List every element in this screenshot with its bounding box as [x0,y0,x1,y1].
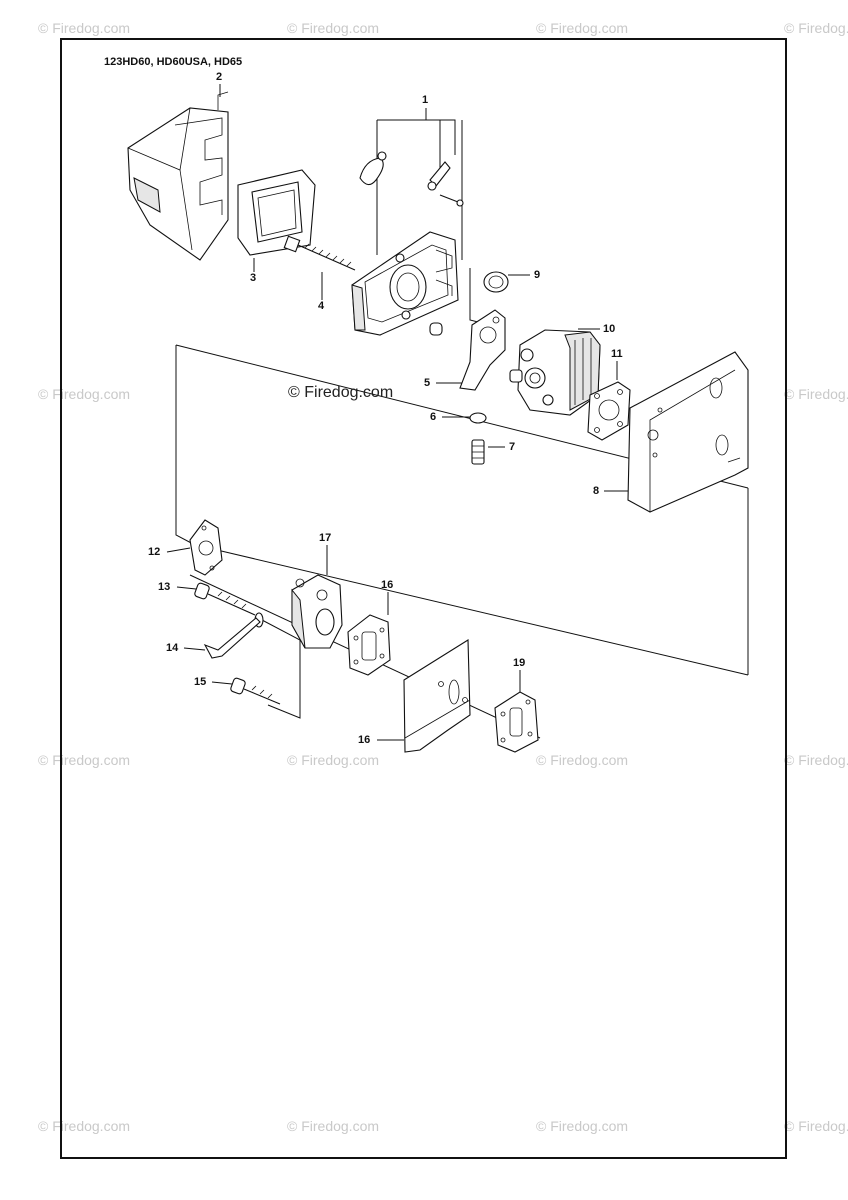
watermark: © Firedog.com [536,1118,629,1134]
callout-14: 14 [166,642,179,654]
long-screw [283,235,356,271]
callout-leaders [166,84,628,741]
heat-shield-plate [627,351,749,513]
callout-16-upper: 16 [381,579,394,591]
watermark: © Firedog.com [536,20,629,36]
carburetor-gasket-11 [587,381,631,441]
callout-15: 15 [194,676,207,688]
callout-6: 6 [430,411,437,423]
nut-and-nipple [469,412,487,465]
intake-adapter [291,574,343,649]
callout-7: 7 [509,441,516,453]
watermark: © Firedog.com [784,1118,848,1134]
callout-12: 12 [148,546,161,558]
watermark: © Firedog.com [287,752,380,768]
center-watermark: © Firedog.com [288,384,394,401]
callout-4: 4 [318,300,325,312]
callout-13: 13 [158,581,171,593]
diagram-frame [60,38,787,1159]
carburetor-gasket [459,309,506,391]
model-title: 123HD60, HD60USA, HD65 [104,56,243,68]
watermark: © Firedog.com [38,20,131,36]
deflector-plate [403,639,471,753]
watermark: © Firedog.com [784,20,848,36]
callout-19: 19 [513,657,526,669]
watermark: © Firedog.com [287,20,380,36]
callout-8: 8 [593,485,600,497]
washer [483,271,509,293]
watermark: © Firedog.com [784,386,848,402]
callout-16-lower: 16 [358,734,371,746]
callout-9: 9 [534,269,541,281]
air-filter-cover [127,91,229,261]
callout-17: 17 [319,532,332,544]
callout-1: 1 [422,94,429,106]
watermark: © Firedog.com [536,752,629,768]
callout-2: 2 [216,71,223,83]
choke-assembly [359,119,464,260]
watermark: © Firedog.com [784,752,848,768]
callout-5: 5 [424,377,431,389]
l-pin [203,617,261,659]
carburetor-housing [351,231,459,336]
carburetor [509,329,601,416]
gasket-19 [494,691,539,753]
air-filter-element [237,169,316,256]
gasket-18 [347,614,391,676]
callout-3: 3 [250,272,257,284]
callout-11: 11 [611,348,623,360]
bolt-15 [230,677,281,705]
intake-gasket [189,519,223,576]
callout-10: 10 [603,323,616,335]
watermark: © Firedog.com [287,1118,380,1134]
